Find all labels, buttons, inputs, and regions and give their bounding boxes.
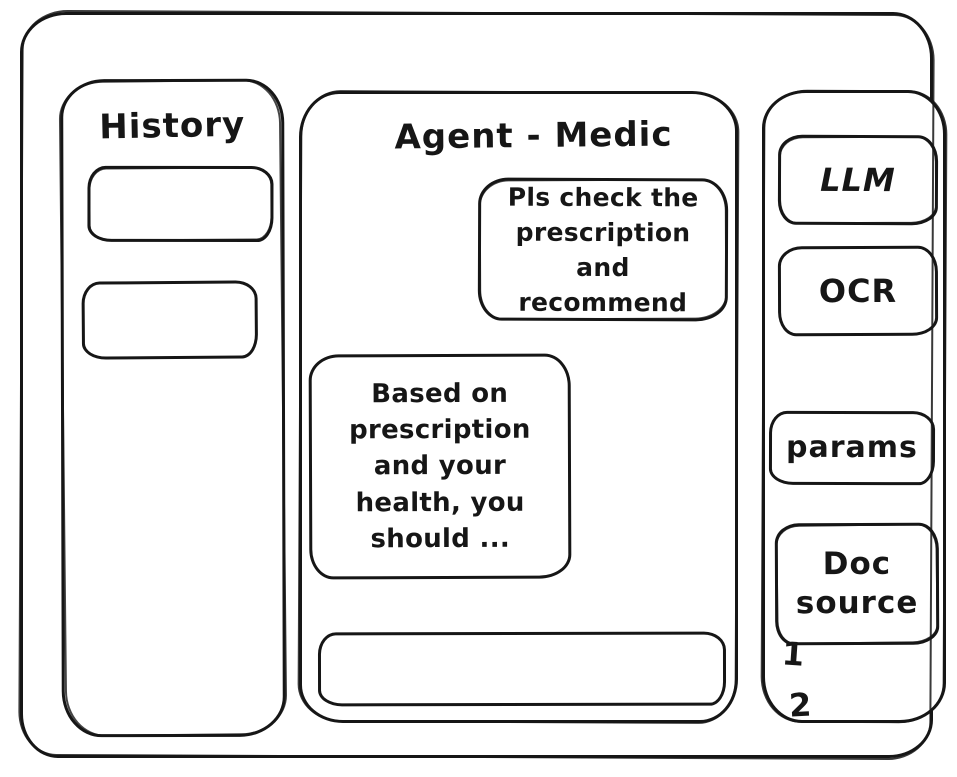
chat-panel: Agent - Medic Pls check the prescription…: [299, 91, 738, 723]
ocr-button[interactable]: OCR: [777, 245, 939, 337]
params-button[interactable]: params: [768, 410, 936, 486]
history-sidebar: History: [60, 78, 286, 738]
chat-input[interactable]: [317, 631, 727, 707]
doc-source-button[interactable]: Doc source: [774, 522, 940, 646]
assistant-message-bubble: Based on prescription and your health, y…: [308, 353, 572, 580]
history-item[interactable]: [81, 280, 259, 360]
user-message-bubble: Pls check the prescription and recommend: [477, 177, 729, 322]
chat-title: Agent - Medic: [394, 114, 673, 158]
doc-source-item-2[interactable]: 2: [788, 685, 813, 725]
doc-source-item-1[interactable]: 1: [780, 634, 806, 674]
outer-frame: History Agent - Medic Pls check the pres…: [20, 12, 946, 758]
tools-sidebar: LLM OCR params Doc source 1 2: [762, 90, 946, 725]
llm-button[interactable]: LLM: [777, 134, 939, 226]
history-title: History: [98, 104, 246, 148]
history-item[interactable]: [87, 165, 274, 243]
assistant-message-text: Based on prescription and your health, y…: [349, 378, 531, 555]
user-message-text: Pls check the prescription and recommend: [507, 182, 699, 317]
